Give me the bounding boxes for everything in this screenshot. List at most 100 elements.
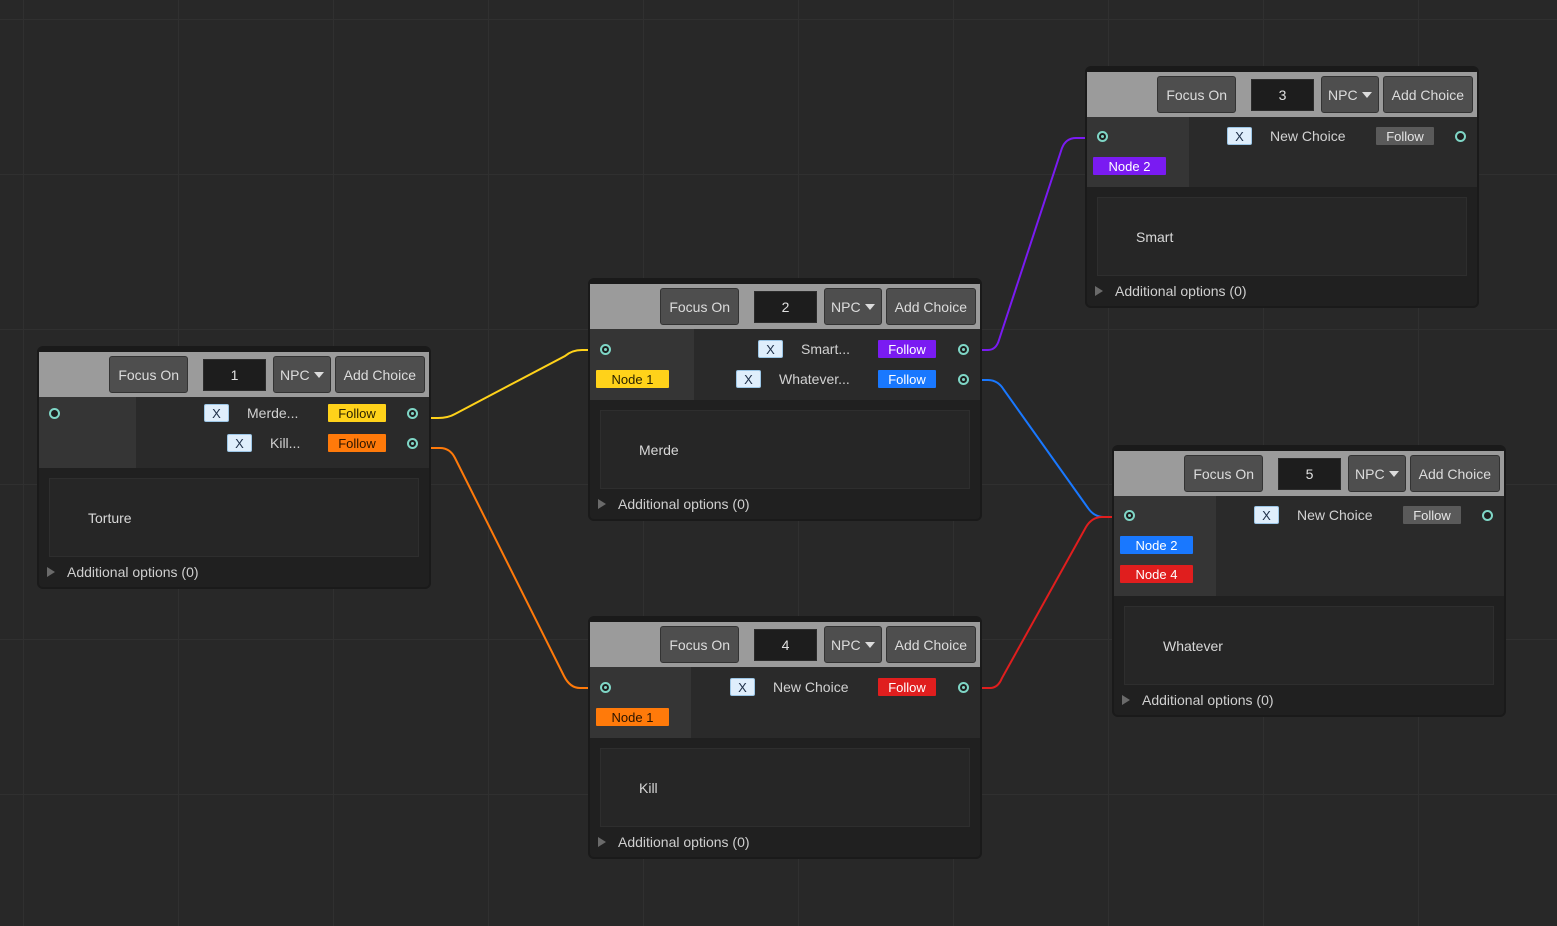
wire-node2-to-node3 <box>972 137 1101 351</box>
choice-label[interactable]: Whatever... <box>779 371 850 387</box>
remove-choice-button[interactable]: X <box>730 678 755 696</box>
additional-options-toggle[interactable]: Additional options (0) <box>1087 276 1477 306</box>
output-port-icon[interactable] <box>1455 131 1466 142</box>
node-ports: X Merde... Follow X Kill... Follow <box>39 397 429 468</box>
node-id-field[interactable]: 1 <box>203 358 267 391</box>
npc-dropdown[interactable]: NPC <box>824 288 882 325</box>
node-header[interactable]: Focus On 4 NPC Add Choice <box>590 618 980 667</box>
input-port-icon[interactable] <box>1124 510 1135 521</box>
focus-on-button[interactable]: Focus On <box>109 356 189 393</box>
dialogue-text-field[interactable]: Kill <box>600 748 970 827</box>
remove-choice-button[interactable]: X <box>736 370 761 388</box>
add-choice-button[interactable]: Add Choice <box>1409 455 1500 492</box>
follow-button[interactable]: Follow <box>878 678 936 696</box>
remove-choice-button[interactable]: X <box>1254 506 1279 524</box>
choice-label[interactable]: New Choice <box>1270 128 1346 144</box>
npc-dropdown[interactable]: NPC <box>1348 455 1406 492</box>
focus-on-button[interactable]: Focus On <box>660 626 740 663</box>
input-link-tag[interactable]: Node 2 <box>1093 157 1166 175</box>
add-choice-button[interactable]: Add Choice <box>885 626 976 663</box>
npc-dropdown[interactable]: NPC <box>1321 76 1379 113</box>
input-port-icon[interactable] <box>1097 131 1108 142</box>
input-port-icon[interactable] <box>600 682 611 693</box>
expand-arrow-icon <box>598 499 606 509</box>
add-choice-button[interactable]: Add Choice <box>1382 76 1473 113</box>
additional-options-toggle[interactable]: Additional options (0) <box>590 489 980 519</box>
output-port-icon[interactable] <box>1482 510 1493 521</box>
input-panel: Node 1 <box>590 667 691 738</box>
dialogue-node-4[interactable]: Focus On 4 NPC Add Choice Node 1 X New C… <box>590 618 980 857</box>
follow-button[interactable]: Follow <box>878 370 936 388</box>
dialogue-text-field[interactable]: Smart <box>1097 197 1467 276</box>
choice-row: X Whatever... <box>736 368 850 390</box>
dialogue-text-field[interactable]: Merde <box>600 410 970 489</box>
expand-arrow-icon <box>598 837 606 847</box>
node-id-field[interactable]: 3 <box>1251 78 1315 111</box>
node-id-field[interactable]: 2 <box>754 290 818 323</box>
remove-choice-button[interactable]: X <box>227 434 252 452</box>
output-port-icon[interactable] <box>407 408 418 419</box>
choice-label[interactable]: New Choice <box>1297 507 1373 523</box>
focus-on-button[interactable]: Focus On <box>1184 455 1264 492</box>
input-port-icon[interactable] <box>49 408 60 419</box>
additional-options-label: Additional options (0) <box>1115 283 1247 299</box>
output-port-icon[interactable] <box>407 438 418 449</box>
choice-label[interactable]: Kill... <box>270 435 301 451</box>
remove-choice-button[interactable]: X <box>1227 127 1252 145</box>
output-port-icon[interactable] <box>958 374 969 385</box>
remove-choice-button[interactable]: X <box>758 340 783 358</box>
follow-button[interactable]: Follow <box>878 340 936 358</box>
choice-row: X New Choice <box>1254 504 1372 526</box>
input-link-tag[interactable]: Node 1 <box>596 708 669 726</box>
input-link-tag[interactable]: Node 2 <box>1120 536 1193 554</box>
focus-on-button[interactable]: Focus On <box>1157 76 1237 113</box>
wire-node1-to-node4 <box>420 447 604 689</box>
wire-node4-to-node5 <box>972 516 1128 689</box>
focus-on-button[interactable]: Focus On <box>660 288 740 325</box>
expand-arrow-icon <box>47 567 55 577</box>
choice-label[interactable]: Merde... <box>247 405 299 421</box>
choice-label[interactable]: Smart... <box>801 341 851 357</box>
dialogue-node-1[interactable]: Focus On 1 NPC Add Choice X Merde... Fol… <box>39 348 429 587</box>
dialogue-node-5[interactable]: Focus On 5 NPC Add Choice Node 2 Node 4 … <box>1114 447 1504 715</box>
node-id-field[interactable]: 5 <box>1278 457 1342 490</box>
remove-choice-button[interactable]: X <box>204 404 229 422</box>
follow-button[interactable]: Follow <box>328 434 386 452</box>
choices-panel: X New Choice Follow <box>691 667 980 738</box>
node-header[interactable]: Focus On 1 NPC Add Choice <box>39 348 429 397</box>
input-panel: Node 2 Node 4 <box>1114 496 1216 596</box>
dialogue-node-2[interactable]: Focus On 2 NPC Add Choice Node 1 X Smart… <box>590 280 980 519</box>
output-port-icon[interactable] <box>958 682 969 693</box>
choices-panel: X Smart... Follow X Whatever... Follow <box>694 329 980 400</box>
additional-options-toggle[interactable]: Additional options (0) <box>39 557 429 587</box>
add-choice-button[interactable]: Add Choice <box>334 356 425 393</box>
chevron-down-icon <box>1388 470 1399 477</box>
input-port-icon[interactable] <box>600 344 611 355</box>
dialogue-node-3[interactable]: Focus On 3 NPC Add Choice Node 2 X New C… <box>1087 68 1477 306</box>
output-port-icon[interactable] <box>958 344 969 355</box>
follow-button[interactable]: Follow <box>1376 127 1434 145</box>
expand-arrow-icon <box>1122 695 1130 705</box>
additional-options-toggle[interactable]: Additional options (0) <box>1114 685 1504 715</box>
choice-row: X Kill... <box>227 432 300 454</box>
node-header[interactable]: Focus On 3 NPC Add Choice <box>1087 68 1477 117</box>
follow-button[interactable]: Follow <box>328 404 386 422</box>
follow-button[interactable]: Follow <box>1403 506 1461 524</box>
node-header[interactable]: Focus On 2 NPC Add Choice <box>590 280 980 329</box>
input-link-tag[interactable]: Node 4 <box>1120 565 1193 583</box>
dialogue-text-field[interactable]: Whatever <box>1124 606 1494 685</box>
chevron-down-icon <box>313 371 324 378</box>
additional-options-toggle[interactable]: Additional options (0) <box>590 827 980 857</box>
expand-arrow-icon <box>1095 286 1103 296</box>
node-header[interactable]: Focus On 5 NPC Add Choice <box>1114 447 1504 496</box>
add-choice-button[interactable]: Add Choice <box>885 288 976 325</box>
npc-label: NPC <box>1355 465 1385 482</box>
choice-label[interactable]: New Choice <box>773 679 849 695</box>
dialogue-text-field[interactable]: Torture <box>49 478 419 557</box>
npc-label: NPC <box>831 636 861 653</box>
input-panel <box>39 397 136 468</box>
npc-dropdown[interactable]: NPC <box>273 356 331 393</box>
node-id-field[interactable]: 4 <box>754 628 818 661</box>
npc-dropdown[interactable]: NPC <box>824 626 882 663</box>
input-link-tag[interactable]: Node 1 <box>596 370 669 388</box>
